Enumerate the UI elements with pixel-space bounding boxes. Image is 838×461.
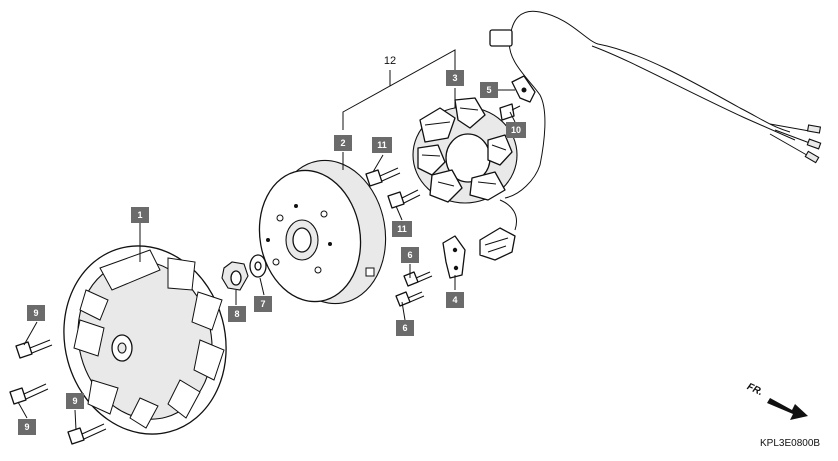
leader-lines bbox=[17, 88, 516, 431]
svg-text:8: 8 bbox=[234, 309, 239, 319]
callout-10: 10 bbox=[506, 122, 526, 138]
wire-harness bbox=[489, 10, 822, 231]
callout-2: 2 bbox=[334, 135, 352, 151]
callout-6-upper: 6 bbox=[401, 247, 419, 263]
wire-connector bbox=[489, 29, 513, 47]
callout-3: 3 bbox=[446, 70, 464, 86]
front-label: FR. bbox=[745, 381, 764, 398]
svg-text:3: 3 bbox=[452, 73, 457, 83]
svg-text:9: 9 bbox=[33, 308, 38, 318]
svg-text:1: 1 bbox=[137, 210, 142, 220]
callout-7: 7 bbox=[254, 296, 272, 312]
bolt-6-upper bbox=[403, 271, 433, 287]
callout-9-upper: 9 bbox=[27, 305, 45, 321]
wire-clamp bbox=[511, 75, 536, 103]
svg-text:4: 4 bbox=[452, 295, 457, 305]
bolt-11-lower bbox=[387, 189, 421, 209]
screw-10 bbox=[499, 103, 521, 121]
stator bbox=[412, 97, 518, 204]
bolt-6-lower bbox=[395, 291, 425, 307]
bolt-9-lower bbox=[67, 423, 107, 445]
front-arrow-icon bbox=[767, 398, 808, 420]
callout-4: 4 bbox=[446, 292, 464, 308]
callout-6-lower: 6 bbox=[396, 320, 414, 336]
svg-text:9: 9 bbox=[24, 422, 29, 432]
bolt-11-upper bbox=[365, 167, 401, 187]
svg-text:5: 5 bbox=[486, 85, 491, 95]
callout-5: 5 bbox=[480, 82, 498, 98]
callout-9-middle: 9 bbox=[18, 419, 36, 435]
bracket-4 bbox=[442, 235, 466, 279]
cooling-fan bbox=[63, 245, 227, 435]
callout-11-lower: 11 bbox=[392, 221, 412, 237]
callout-8: 8 bbox=[228, 306, 246, 322]
flywheel bbox=[258, 159, 387, 305]
pulse-generator bbox=[479, 227, 516, 261]
bolt-9-upper bbox=[15, 339, 53, 359]
svg-text:2: 2 bbox=[340, 138, 345, 148]
assembly-number: 12 bbox=[384, 55, 396, 67]
drawing-code: KPL3E0800B bbox=[760, 438, 820, 449]
svg-text:10: 10 bbox=[511, 125, 521, 135]
callout-9-lower: 9 bbox=[66, 393, 84, 409]
nut-8 bbox=[221, 261, 249, 291]
assembly-bracket-12: 12 bbox=[342, 49, 456, 130]
svg-text:6: 6 bbox=[402, 323, 407, 333]
svg-text:11: 11 bbox=[377, 140, 387, 150]
washer-7 bbox=[249, 254, 267, 278]
callout-1: 1 bbox=[131, 207, 149, 223]
svg-text:9: 9 bbox=[72, 396, 77, 406]
front-direction-indicator: FR. bbox=[745, 381, 808, 420]
svg-text:7: 7 bbox=[260, 299, 265, 309]
svg-text:11: 11 bbox=[397, 224, 407, 234]
callout-11-upper: 11 bbox=[372, 137, 392, 153]
svg-text:6: 6 bbox=[407, 250, 412, 260]
bolt-9-middle bbox=[9, 383, 49, 405]
